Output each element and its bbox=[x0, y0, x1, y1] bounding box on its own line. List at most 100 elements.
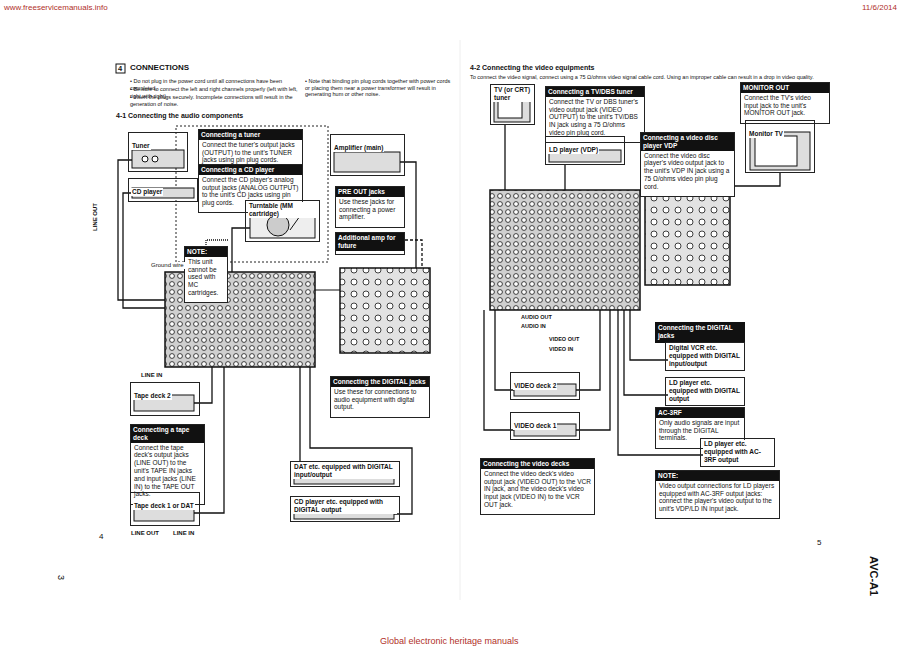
jack-label: LINE IN bbox=[172, 530, 195, 537]
box-heading: Connecting the video decks bbox=[481, 459, 594, 469]
box-heading: Connecting the DIGITAL jacks bbox=[658, 324, 742, 340]
tape-deck: Tape deck 2 bbox=[130, 382, 200, 416]
tape-deck: Tape deck 1 or DAT bbox=[130, 492, 200, 526]
box-heading: Turntable (MM cartridge) bbox=[248, 202, 317, 218]
box-heading: NOTE: bbox=[185, 247, 227, 257]
wire-label: Ground wire bbox=[150, 262, 185, 269]
cable bbox=[232, 228, 250, 272]
note-box: PRE OUT jacksUse these jacks for connect… bbox=[335, 186, 405, 228]
cable bbox=[576, 310, 610, 430]
box-heading: Tape deck 2 bbox=[133, 392, 172, 400]
video-deck: VIDEO deck 1 bbox=[510, 412, 580, 440]
box-heading: Tape deck 1 or DAT bbox=[133, 502, 195, 510]
cable bbox=[405, 240, 422, 268]
monitor-tv: Monitor TV bbox=[745, 120, 815, 173]
jack-label: LINE OUT bbox=[130, 530, 160, 537]
digital-device: Digital VCR etc. equipped with DIGITAL i… bbox=[665, 342, 745, 371]
cable bbox=[504, 125, 505, 190]
box-body: Use these jacks for connecting a power a… bbox=[336, 197, 404, 223]
jack-panel bbox=[490, 190, 640, 310]
tuner-device: Tuner bbox=[128, 132, 188, 172]
box-heading: NOTE: bbox=[656, 471, 779, 481]
page-fold bbox=[460, 40, 461, 600]
box-body: Connect the video deck's video output ja… bbox=[481, 469, 594, 511]
box-heading: Connecting a CD player bbox=[199, 165, 302, 175]
cd-device: CD player bbox=[128, 178, 198, 202]
note-box: Connecting a video disc player VDPConnec… bbox=[640, 132, 735, 197]
box-heading: TV (or CRT) tuner bbox=[493, 86, 532, 102]
box-body: This unit cannot be used with MC cartrid… bbox=[185, 257, 227, 299]
turntable-device: Turntable (MM cartridge) bbox=[245, 200, 320, 242]
box-heading: CD player bbox=[131, 188, 163, 196]
box-body: Video output connections for LD players … bbox=[656, 481, 779, 515]
box-body: Connect the TV or DBS tuner's video outp… bbox=[546, 97, 644, 139]
monitor-screen bbox=[755, 136, 797, 166]
page-title: CONNECTIONS bbox=[130, 63, 189, 73]
jack-label: AUDIO OUT bbox=[520, 314, 553, 321]
jack-label: LINE OUT bbox=[92, 202, 99, 232]
box-heading: PRE OUT jacks bbox=[336, 187, 404, 197]
note-box: MONITOR OUTConnect the TV's video input … bbox=[740, 82, 830, 124]
box-body: Connect the TV's video input jack to the… bbox=[741, 93, 829, 119]
box-body: Connect the video disc player's video ou… bbox=[641, 151, 734, 193]
cable bbox=[495, 310, 514, 390]
note-box: Connecting the video decksConnect the vi… bbox=[480, 458, 595, 515]
jack bbox=[152, 156, 158, 162]
note-box: Connecting a TV/DBS tunerConnect the TV … bbox=[545, 86, 645, 143]
cable bbox=[564, 165, 565, 190]
ld-player: LD player (VDP) bbox=[545, 136, 625, 165]
cables bbox=[118, 125, 780, 514]
cable bbox=[123, 193, 165, 308]
section-heading: 4-1 Connecting the audio components bbox=[116, 112, 316, 120]
footer-watermark: Global electronic heritage manuals bbox=[380, 636, 580, 647]
page-number: 4 bbox=[98, 532, 104, 542]
box-heading: Connecting a tape deck bbox=[131, 425, 204, 443]
dotted-frame bbox=[176, 126, 328, 262]
box-heading: Connecting the DIGITAL jacks bbox=[331, 377, 429, 387]
tonearm bbox=[290, 216, 300, 230]
box-heading: VIDEO deck 1 bbox=[513, 422, 557, 430]
jack-label: VIDEO OUT bbox=[548, 336, 580, 343]
note-box: Additional amp for future bbox=[335, 232, 405, 255]
box-heading: Amplifier (main) bbox=[333, 144, 384, 152]
section-number: 4 bbox=[118, 64, 122, 73]
jack-label: VIDEO IN bbox=[548, 346, 574, 353]
cd-body bbox=[132, 188, 194, 198]
note-box: NOTE:Video output connections for LD pla… bbox=[655, 470, 780, 519]
cable bbox=[194, 367, 212, 403]
box-heading: Digital VCR etc. equipped with DIGITAL i… bbox=[668, 344, 742, 367]
intro-note: To connect the video signal, connect usi… bbox=[470, 74, 870, 81]
box-heading: LD player etc. equipped with DIGITAL out… bbox=[668, 379, 742, 402]
note-box: NOTE:This unit cannot be used with MC ca… bbox=[184, 246, 228, 303]
box-heading: LD player etc. equipped with AC-3RF outp… bbox=[703, 440, 772, 463]
section-band: Connecting the DIGITAL jacks bbox=[655, 322, 745, 343]
panel-edge bbox=[315, 290, 340, 291]
box-heading: Monitor TV bbox=[748, 130, 784, 138]
note-box: Connecting the DIGITAL jacksUse these fo… bbox=[330, 376, 430, 418]
box-heading: VIDEO deck 2 bbox=[513, 382, 557, 390]
box-heading: Connecting a TV/DBS tuner bbox=[546, 87, 644, 97]
date-stamp: 11/6/2014 bbox=[862, 3, 917, 13]
box-heading: LD player (VDP) bbox=[548, 146, 599, 154]
box-body: Connect the tuner's output jacks (OUTPUT… bbox=[199, 140, 302, 166]
box-heading: Connecting a video disc player VDP bbox=[641, 133, 734, 151]
box-heading: Additional amp for future bbox=[336, 233, 404, 251]
site-url: www.freeservicemanuals.info bbox=[4, 3, 204, 13]
box-heading: Tuner bbox=[131, 142, 151, 150]
amplifier-device: Amplifier (main) bbox=[330, 134, 405, 176]
speaker-panel bbox=[645, 195, 730, 285]
ld-player: LD player etc. equipped with AC-3RF outp… bbox=[700, 438, 775, 467]
receiver-rear-panel bbox=[490, 190, 730, 310]
tuner-body bbox=[132, 150, 184, 168]
cable bbox=[118, 160, 165, 300]
box-heading: CD player etc. equipped with DIGITAL out… bbox=[293, 498, 397, 514]
box-heading: Connecting a tuner bbox=[199, 130, 302, 140]
jack-label: LINE IN bbox=[140, 372, 163, 379]
model-name: AVC-A1 bbox=[867, 556, 880, 606]
caution-note: • Note that binding pin plug cords toget… bbox=[305, 78, 455, 98]
page-number: 5 bbox=[816, 538, 822, 548]
box-body: Use these for connections to audio equip… bbox=[331, 387, 429, 413]
amp-body bbox=[334, 152, 400, 172]
cable bbox=[299, 367, 300, 462]
jack bbox=[142, 156, 148, 162]
